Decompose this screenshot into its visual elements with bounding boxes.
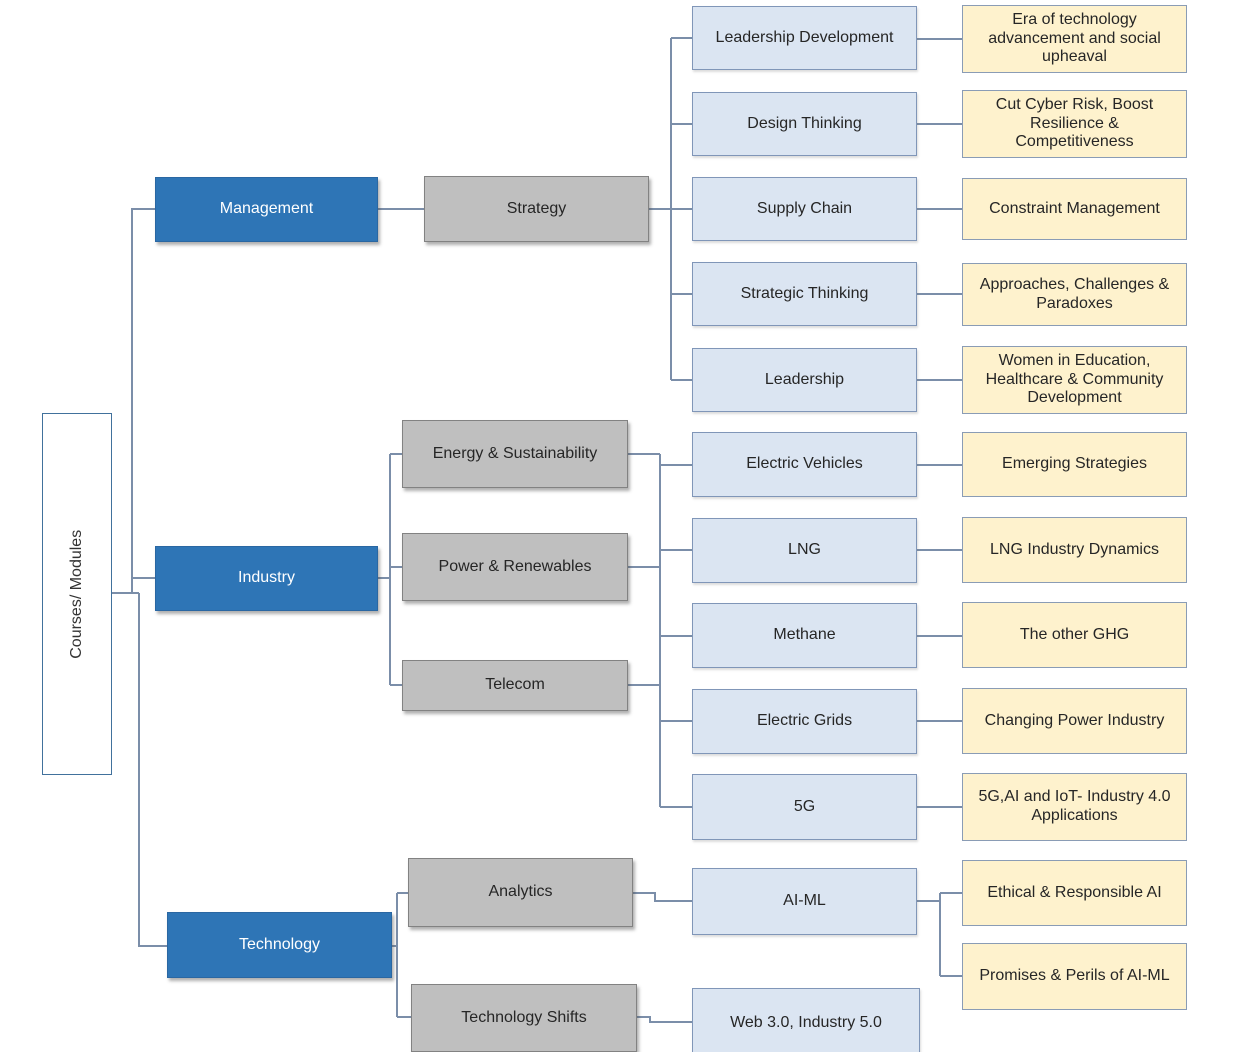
root-node-courses-modules: Courses/ Modules bbox=[42, 413, 112, 775]
description-text: 5G,AI and IoT- Industry 4.0 Applications bbox=[978, 788, 1171, 824]
node-management-label: Management bbox=[219, 200, 314, 218]
module-strategic-thinking: Strategic Thinking bbox=[692, 262, 917, 326]
module-design-thinking: Design Thinking bbox=[692, 92, 917, 156]
description-text: Women in Education, Healthcare & Communi… bbox=[985, 352, 1164, 407]
connector-root-trunk bbox=[112, 208, 167, 947]
module-5g: 5G bbox=[692, 774, 917, 840]
module-label: Leadership Development bbox=[715, 28, 894, 46]
description-women-in-education: Women in Education, Healthcare & Communi… bbox=[962, 346, 1187, 414]
description-text: Era of technology advancement and social… bbox=[988, 11, 1161, 66]
node-analytics-label: Analytics bbox=[488, 883, 553, 901]
node-telecom-label: Telecom bbox=[485, 676, 545, 694]
module-label: Web 3.0, Industry 5.0 bbox=[730, 1013, 882, 1031]
description-text: Approaches, Challenges & Paradoxes bbox=[979, 275, 1170, 312]
module-supply-chain: Supply Chain bbox=[692, 177, 917, 241]
node-technology-shifts-label: Technology Shifts bbox=[461, 1008, 587, 1026]
module-label: Supply Chain bbox=[756, 199, 853, 217]
module-label: Strategic Thinking bbox=[740, 284, 869, 302]
node-technology: Technology bbox=[167, 912, 392, 978]
description-ethical-responsible-ai: Ethical & Responsible AI bbox=[962, 860, 1187, 926]
description-approaches-challenges: Approaches, Challenges & Paradoxes bbox=[962, 263, 1187, 326]
module-label: Electric Vehicles bbox=[746, 455, 863, 473]
node-strategy: Strategy bbox=[424, 176, 649, 242]
description-text: The other GHG bbox=[1019, 625, 1130, 643]
description-text: Promises & Perils of AI-ML bbox=[979, 967, 1170, 985]
node-analytics: Analytics bbox=[408, 858, 633, 927]
node-strategy-label: Strategy bbox=[506, 199, 567, 217]
module-electric-vehicles: Electric Vehicles bbox=[692, 432, 917, 497]
description-lng-industry-dynamics: LNG Industry Dynamics bbox=[962, 517, 1187, 583]
description-constraint-management: Constraint Management bbox=[962, 178, 1187, 240]
module-label: Leadership bbox=[764, 370, 845, 388]
description-text: LNG Industry Dynamics bbox=[990, 540, 1159, 558]
node-technology-label: Technology bbox=[239, 935, 320, 953]
node-power-label: Power & Renewables bbox=[438, 557, 592, 575]
description-text: Emerging Strategies bbox=[1002, 455, 1147, 473]
node-technology-shifts: Technology Shifts bbox=[411, 984, 637, 1052]
description-cut-cyber-risk: Cut Cyber Risk, Boost Resilience & Compe… bbox=[962, 90, 1187, 158]
module-label: LNG bbox=[788, 541, 821, 559]
description-promises-perils-ai-ml: Promises & Perils of AI-ML bbox=[962, 943, 1187, 1010]
module-ai-ml: AI-ML bbox=[692, 868, 917, 935]
module-label: 5G bbox=[793, 797, 816, 815]
module-label: Design Thinking bbox=[747, 114, 862, 132]
connector-management-group bbox=[378, 37, 962, 381]
module-leadership-development: Leadership Development bbox=[692, 6, 917, 70]
description-the-other-ghg: The other GHG bbox=[962, 602, 1187, 668]
node-management: Management bbox=[155, 177, 378, 242]
connector-technology-group bbox=[392, 892, 962, 1023]
node-telecom: Telecom bbox=[402, 660, 628, 711]
description-text: Changing Power Industry bbox=[984, 711, 1165, 729]
description-emerging-strategies: Emerging Strategies bbox=[962, 432, 1187, 497]
module-electric-grids: Electric Grids bbox=[692, 689, 917, 754]
module-leadership: Leadership bbox=[692, 348, 917, 412]
description-text: Cut Cyber Risk, Boost Resilience & Compe… bbox=[995, 96, 1154, 151]
node-energy-label: Energy & Sustainability bbox=[432, 444, 598, 462]
description-text: Ethical & Responsible AI bbox=[987, 883, 1162, 901]
description-changing-power-industry: Changing Power Industry bbox=[962, 688, 1187, 754]
module-web3-industry5: Web 3.0, Industry 5.0 bbox=[692, 988, 920, 1052]
node-energy-sustainability: Energy & Sustainability bbox=[402, 420, 628, 488]
description-text: Constraint Management bbox=[989, 199, 1160, 217]
description-5g-ai-iot: 5G,AI and IoT- Industry 4.0 Applications bbox=[962, 773, 1187, 841]
module-label: Methane bbox=[773, 626, 836, 644]
module-label: AI-ML bbox=[783, 892, 826, 910]
node-power-renewables: Power & Renewables bbox=[402, 533, 628, 601]
connector-industry-group bbox=[378, 453, 962, 808]
description-era-of-technology: Era of technology advancement and social… bbox=[962, 5, 1187, 73]
root-label: Courses/ Modules bbox=[67, 529, 85, 659]
module-label: Electric Grids bbox=[756, 712, 853, 730]
module-methane: Methane bbox=[692, 603, 917, 668]
node-industry-label: Industry bbox=[238, 569, 295, 587]
module-lng: LNG bbox=[692, 518, 917, 583]
node-industry: Industry bbox=[155, 546, 378, 611]
